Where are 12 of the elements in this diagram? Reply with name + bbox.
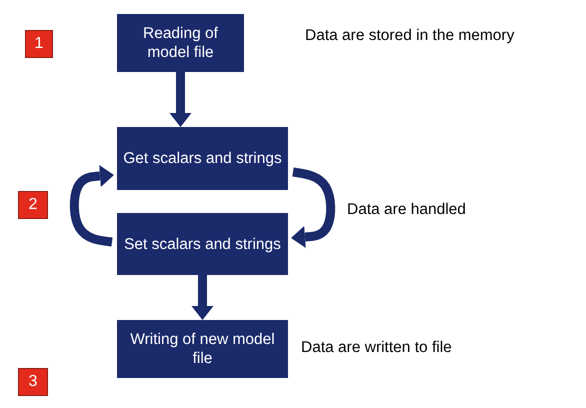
process-box: Reading of model file (117, 14, 244, 72)
arrow (170, 72, 192, 127)
step-number-box: 2 (18, 191, 48, 219)
arrow (192, 275, 214, 320)
step-number-box: 3 (18, 368, 48, 396)
process-box: Set scalars and strings (117, 213, 288, 275)
process-box: Get scalars and strings (117, 127, 288, 190)
note-text: Data are stored in the memory (305, 27, 514, 45)
step-number-box: 1 (25, 30, 53, 58)
note-text: Data are written to file (301, 339, 452, 357)
process-box: Writing of new model file (117, 320, 288, 378)
note-text: Data are handled (347, 201, 466, 219)
